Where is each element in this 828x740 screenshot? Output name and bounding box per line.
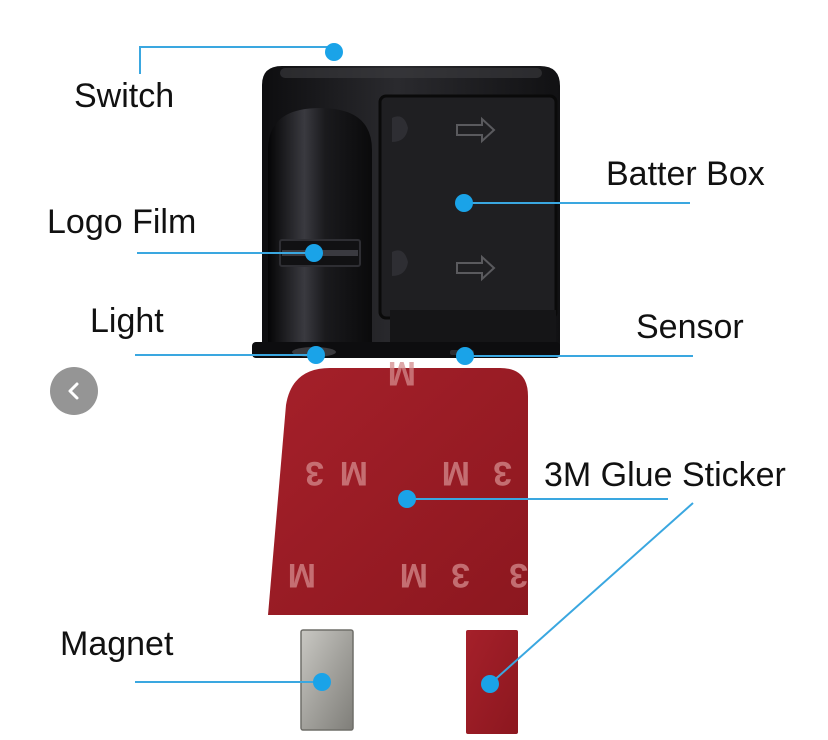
label-switch: Switch [74, 77, 175, 115]
sticker-print-m: M [388, 354, 416, 392]
sticker-print-3: 3 [305, 454, 324, 492]
leader-dots [305, 43, 499, 693]
sticker-print-m: M [442, 454, 470, 492]
leader-small-sticker [489, 502, 694, 685]
battery-cover [378, 94, 558, 348]
dot-logo-film [305, 244, 323, 262]
device-top-edge [280, 68, 542, 78]
dot-glue-sticker [398, 490, 416, 508]
label-light: Light [90, 302, 164, 340]
sticker-print-m: M [400, 556, 428, 594]
dot-sensor [456, 347, 474, 365]
glue-sticker: 3 M M 3 M M 3 3 M [268, 354, 528, 615]
label-batter-box: Batter Box [606, 155, 765, 193]
label-glue-sticker: 3M Glue Sticker [544, 456, 786, 494]
arrow-right-icon [456, 254, 496, 282]
sticker-print-3: 3 [451, 556, 470, 594]
dot-light [307, 346, 325, 364]
sticker-print-3: 3 [493, 454, 512, 492]
dot-magnet [313, 673, 331, 691]
dot-small-sticker [481, 675, 499, 693]
lens-housing [268, 108, 372, 348]
dot-switch [325, 43, 343, 61]
label-sensor: Sensor [636, 308, 744, 346]
dot-batter-box [455, 194, 473, 212]
previous-button[interactable] [50, 367, 98, 415]
arrow-right-icon [456, 116, 496, 144]
chevron-left-icon [68, 382, 79, 400]
label-logo-film: Logo Film [47, 203, 197, 241]
sticker-print-m: M [340, 454, 368, 492]
sticker-print-m: M [288, 556, 316, 594]
sticker-print-3: 3 [509, 556, 528, 594]
projector-device [252, 66, 560, 358]
label-magnet: Magnet [60, 625, 174, 663]
glue-sticker-shape [268, 368, 528, 615]
sticker-print: 3 M M 3 M M 3 3 M [288, 354, 528, 594]
